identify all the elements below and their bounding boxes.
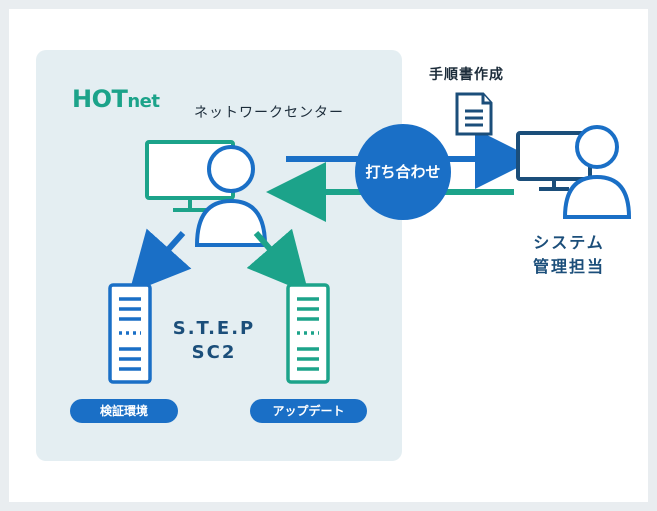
network-center-panel (36, 50, 402, 461)
person-icon (194, 145, 268, 247)
update-label: アップデート (250, 399, 367, 423)
server-icon (108, 283, 152, 384)
logo-net: net (127, 91, 160, 112)
step-line-1: S.T.E.P (172, 318, 256, 339)
diagram-art (108, 92, 632, 384)
doc-creation-label: 手順書作成 (429, 67, 504, 83)
system-admin-line-2: 管理担当 (532, 257, 605, 276)
network-center-title: ネットワークセンター (194, 105, 344, 121)
logo-hot: HOT (72, 85, 128, 113)
person-icon (562, 125, 632, 219)
step-label: S.T.E.P SC2 (159, 317, 269, 365)
verify-env-label: 検証環境 (70, 399, 178, 423)
arrow-to-verify (128, 228, 192, 294)
meeting-badge: 打ち合わせ (355, 124, 451, 220)
step-line-2: SC2 (191, 342, 237, 363)
system-admin-label: システム 管理担当 (529, 231, 609, 279)
system-admin-line-1: システム (533, 233, 605, 252)
arrow-to-update (246, 228, 309, 294)
server-icon (286, 283, 330, 384)
hotnet-logo: HOTnet (72, 87, 160, 111)
document-icon (455, 92, 493, 136)
diagram-canvas: 打ち合わせ HOTnet ネットワークセンター S.T.E.P SC2 検証環境… (9, 9, 648, 502)
